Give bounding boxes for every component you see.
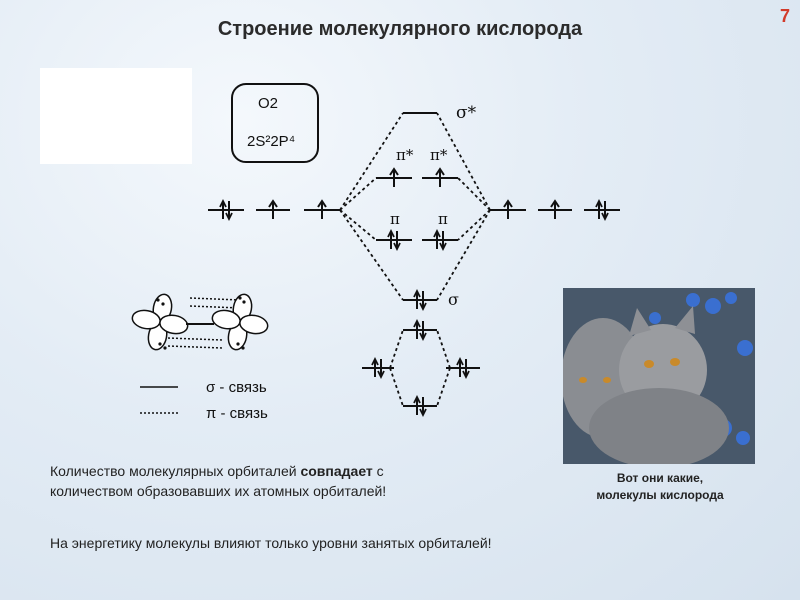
label-sigma: σ xyxy=(448,290,459,309)
correlation-lines xyxy=(339,112,491,407)
bond-legend: σ - связь π - связь xyxy=(140,379,268,422)
photo-caption: Вот они какие, молекулы кислорода xyxy=(555,470,765,504)
config-electrons: 2S²2P⁴ xyxy=(247,133,295,150)
blank-white-box xyxy=(40,68,192,164)
note-line2: количеством образовавших их атомных орби… xyxy=(50,483,387,499)
config-box xyxy=(231,83,319,163)
note-line1-bold: совпадает xyxy=(300,463,373,479)
label-pi-star-left: π* xyxy=(396,146,414,164)
orbital-overlap-sketch xyxy=(126,288,274,356)
label-pi-star-right: π* xyxy=(430,146,448,164)
orbital-count-note: Количество молекулярных орбиталей совпад… xyxy=(50,461,520,501)
page-number: 7 xyxy=(779,6,790,26)
legend-pi-text: π - связь xyxy=(206,405,268,422)
right-2p-orbitals xyxy=(490,200,620,220)
config-formula: O2 xyxy=(258,95,278,112)
note-line1-start: Количество молекулярных орбиталей xyxy=(50,463,301,479)
label-pi-right: π xyxy=(438,210,448,228)
left-2p-orbitals xyxy=(208,200,340,220)
slide-title: Строение молекулярного кислорода xyxy=(217,18,583,40)
cats-photo xyxy=(563,288,755,464)
legend-sigma-text: σ - связь xyxy=(206,379,267,396)
caption-line2: молекулы кислорода xyxy=(596,488,724,502)
caption-line1: Вот они какие, xyxy=(616,471,704,485)
energy-note: На энергетику молекулы влияют только уро… xyxy=(50,535,492,551)
label-sigma-star: σ* xyxy=(456,103,477,123)
mo-levels xyxy=(362,112,480,416)
note-line1-end: с xyxy=(372,463,384,479)
label-pi-left: π xyxy=(390,210,400,228)
